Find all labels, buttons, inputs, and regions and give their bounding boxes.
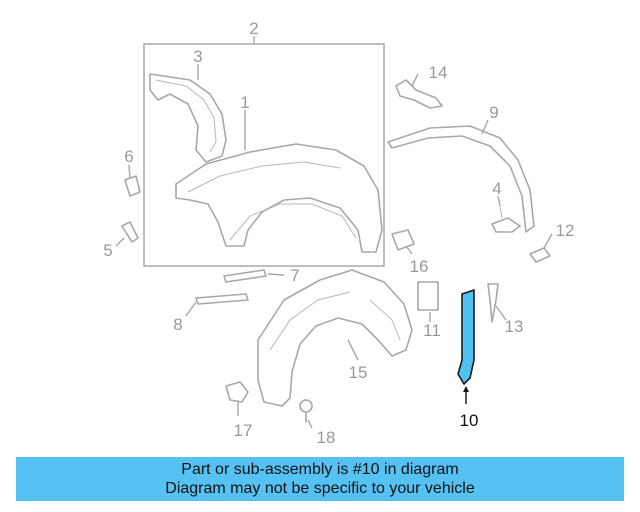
info-banner: Part or sub-assembly is #10 in diagram D… [16, 457, 624, 501]
part-5-shape [121, 221, 139, 243]
label-16: 16 [410, 257, 429, 276]
label-12: 12 [556, 221, 575, 240]
label-9: 9 [489, 103, 498, 122]
part-12-shape [529, 247, 551, 263]
assembly-frame [143, 43, 385, 267]
label-14: 14 [429, 63, 448, 82]
label-2: 2 [249, 19, 258, 38]
part-3-shape [149, 73, 227, 163]
label-15: 15 [349, 363, 368, 382]
part-15-shape [257, 269, 413, 407]
part-6-shape [124, 175, 141, 197]
part-17-shape [225, 381, 249, 403]
label-18: 18 [317, 428, 336, 447]
part-7-shape [223, 269, 267, 283]
label-5: 5 [103, 241, 112, 260]
label-8: 8 [173, 315, 182, 334]
label-1: 1 [240, 93, 249, 112]
label-17: 17 [234, 421, 253, 440]
label-11: 11 [423, 321, 441, 340]
label-13: 13 [505, 317, 524, 336]
part-4-shape [491, 205, 521, 233]
part-18-shape [299, 399, 313, 423]
part-13-shape [487, 283, 499, 323]
label-3: 3 [193, 47, 202, 66]
part-1-shape [175, 143, 383, 253]
part-14-shape [395, 79, 443, 109]
part-8-shape [195, 293, 249, 305]
part-16-shape [391, 229, 415, 251]
banner-part-note: Part or sub-assembly is #10 in diagram [181, 461, 459, 478]
label-7: 7 [290, 266, 299, 285]
part-10-shape[interactable] [457, 289, 475, 385]
banner-disclaimer: Diagram may not be specific to your vehi… [165, 480, 475, 497]
label-10: 10 [460, 411, 479, 430]
label-4: 4 [492, 179, 501, 198]
part-11-shape [417, 281, 439, 311]
label-6: 6 [124, 147, 133, 166]
part-9-shape [387, 125, 535, 233]
